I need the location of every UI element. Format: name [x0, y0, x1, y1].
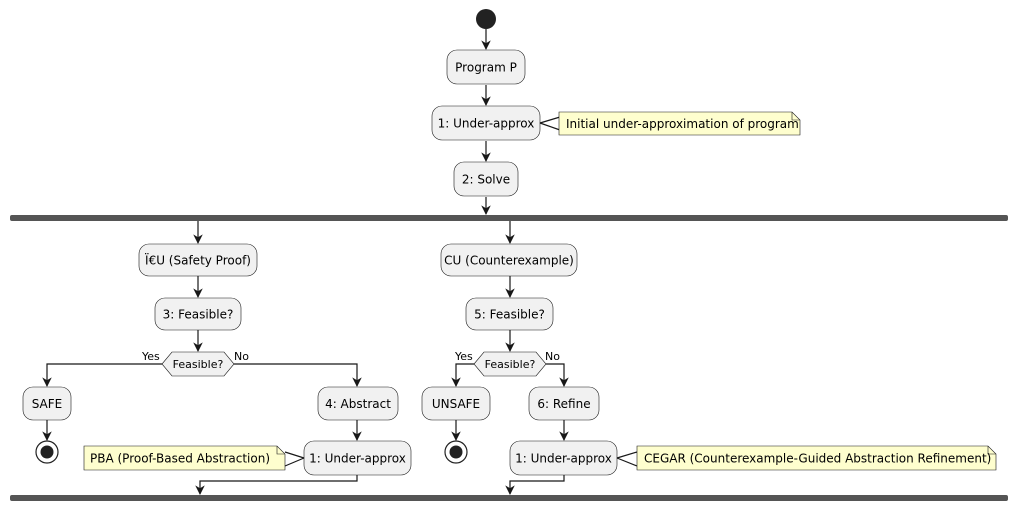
end-node-safe-inner — [40, 445, 54, 459]
note-pba — [83, 445, 286, 471]
start-node — [476, 9, 496, 29]
note-initial — [558, 111, 801, 136]
note-cegar-connector-b — [616, 457, 638, 467]
note-cegar — [636, 445, 997, 471]
end-node-unsafe-inner — [449, 445, 463, 459]
join-bar — [10, 495, 1008, 501]
note-pba-connector — [284, 451, 305, 459]
solve-label: 2: Solve — [462, 173, 510, 187]
note-initial-fold — [791, 112, 800, 121]
note-initial-text: Initial under-approximation of program — [566, 117, 799, 131]
edge-left-merge — [195, 475, 358, 495]
feasible-3-label: 3: Feasible? — [163, 308, 234, 322]
decision-right-no: No — [545, 350, 560, 363]
note-initial-connector — [539, 116, 561, 124]
fork-bar — [10, 215, 1008, 221]
solve-node — [453, 161, 519, 197]
edge-decision-right-no — [546, 363, 569, 387]
program-node — [446, 49, 526, 85]
feasible-5-label: 5: Feasible? — [474, 308, 545, 322]
note-initial-connector-b — [539, 122, 561, 131]
decision-left-no: No — [234, 350, 249, 363]
safe-label: SAFE — [32, 397, 63, 411]
edge-decision-left-no — [234, 363, 362, 387]
edge-decision-right-yes — [451, 363, 474, 387]
underapprox-right-label: 1: Under-approx — [515, 452, 612, 466]
decision-left-yes: Yes — [141, 350, 160, 363]
decision-left-label: Feasible? — [173, 358, 224, 371]
program-label: Program P — [455, 61, 517, 75]
note-pba-connector-b — [284, 457, 305, 467]
note-cegar-fold — [987, 446, 996, 455]
unsafe-label: UNSAFE — [432, 397, 480, 411]
underapprox-left-label: 1: Under-approx — [309, 452, 406, 466]
counterexample-node — [440, 243, 578, 277]
decision-right-label: Feasible? — [485, 358, 536, 371]
underapprox-top-label: 1: Under-approx — [438, 117, 535, 131]
abstract-4-label: 4: Abstract — [325, 397, 391, 411]
safety-proof-label: Ï€U (Safety Proof) — [145, 253, 251, 268]
note-pba-text: PBA (Proof-Based Abstraction) — [90, 452, 270, 466]
note-cegar-connector — [616, 451, 638, 459]
refine-6-label: 6: Refine — [537, 397, 590, 411]
edge-right-merge — [505, 475, 565, 495]
note-cegar-text: CEGAR (Counterexample-Guided Abstraction… — [644, 452, 991, 466]
decision-right-yes: Yes — [454, 350, 473, 363]
note-pba-fold — [276, 446, 285, 455]
counterexample-label: CU (Counterexample) — [444, 254, 574, 268]
edge-decision-left-yes — [42, 363, 162, 387]
abstract-4-node — [317, 386, 399, 421]
